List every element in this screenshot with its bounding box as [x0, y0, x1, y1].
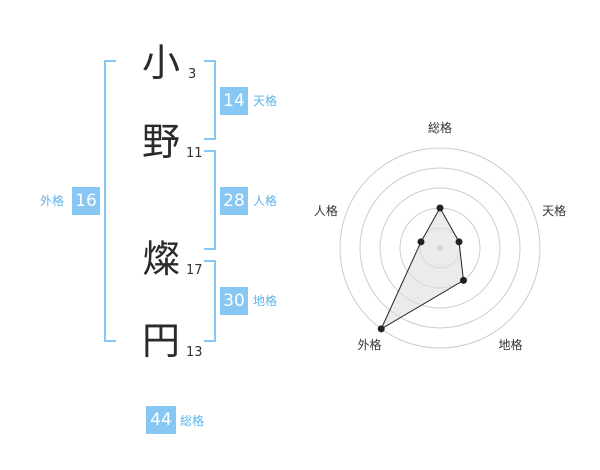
jinkaku-bracket [204, 150, 216, 250]
soukaku-label: 総格 [180, 414, 205, 428]
stroke-count-1: 3 [188, 67, 197, 82]
radar-axis-label: 外格 [357, 337, 381, 352]
name-char-4: 円 [142, 319, 181, 363]
name-char-2: 野 [142, 120, 181, 164]
name-char-3: 燦 [142, 237, 181, 281]
gaikaku-score: 16 [72, 187, 100, 215]
radar-point [417, 238, 425, 246]
soukaku-score: 44 [146, 406, 176, 434]
jinkaku-label: 人格 [253, 194, 278, 208]
jinkaku-score: 28 [220, 187, 248, 215]
radar-point [436, 204, 444, 212]
chikaku-label: 地格 [253, 294, 278, 308]
gaikaku-bracket [104, 60, 116, 342]
radar-axis-label: 総格 [428, 120, 452, 135]
radar-ring [379, 187, 501, 309]
stroke-count-3: 17 [186, 263, 203, 278]
stroke-count-4: 13 [186, 345, 203, 360]
radar-axis-label: 地格 [499, 337, 523, 352]
radar-axis-label: 天格 [542, 203, 566, 218]
tenkaku-score: 14 [220, 87, 248, 115]
radar-point [455, 238, 463, 246]
stroke-count-2: 11 [186, 146, 203, 161]
name-char-1: 小 [142, 41, 181, 85]
radar-ring [339, 147, 541, 349]
radar-point [377, 325, 385, 333]
gaikaku-label: 外格 [40, 194, 65, 208]
tenkaku-label: 天格 [253, 94, 278, 108]
tenkaku-bracket [204, 60, 216, 140]
chikaku-score: 30 [220, 287, 248, 315]
radar-point [460, 276, 468, 284]
radar-axis-label: 人格 [314, 203, 338, 218]
radar-ring [359, 167, 521, 329]
radar-polygon [380, 206, 465, 331]
chikaku-bracket [204, 260, 216, 342]
